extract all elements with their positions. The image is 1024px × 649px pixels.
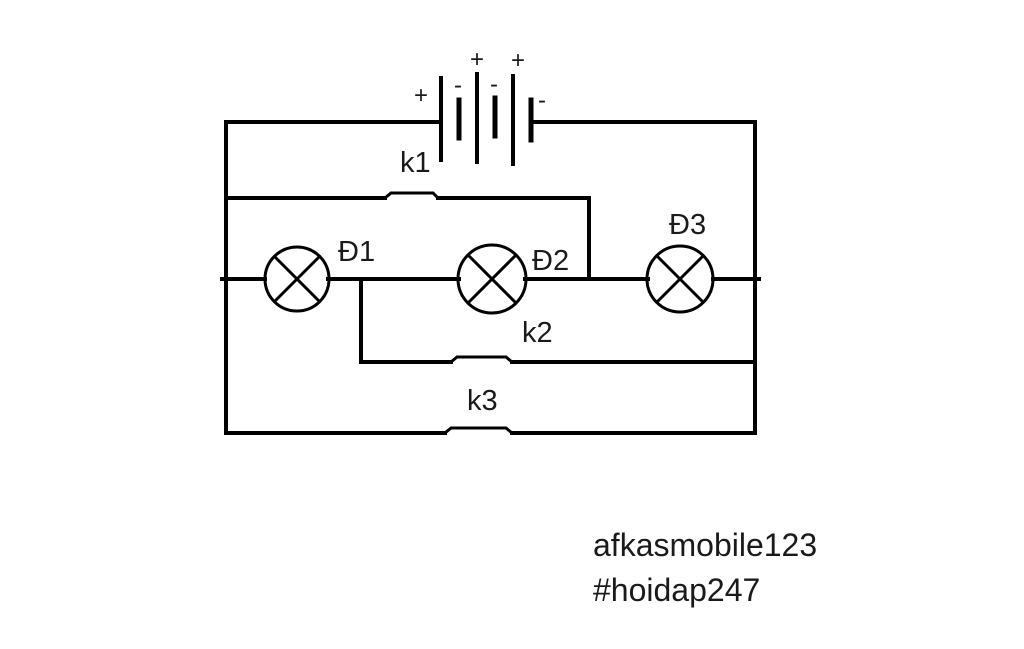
switch-k3-label: k3 <box>467 385 498 417</box>
switch-k2: k2 <box>450 317 553 364</box>
credit-author: afkasmobile123 <box>593 527 818 563</box>
battery-sign-plus-1: + <box>414 82 428 109</box>
switch-k3: k3 <box>444 385 513 435</box>
battery-sign-plus-2: + <box>470 46 484 73</box>
lamp-d3-label: Đ3 <box>669 209 706 241</box>
lamp-d1: Đ1 <box>263 236 375 313</box>
lamp-cross-icon <box>645 244 715 314</box>
lamp-d2-label: Đ2 <box>532 245 569 277</box>
battery-sign-minus-3: - <box>538 87 546 114</box>
wire-k1-right <box>436 196 591 281</box>
credit-tag: #hoidap247 <box>593 572 761 608</box>
wire-k2-left <box>359 277 453 364</box>
switch-k2-contact <box>450 355 513 364</box>
battery-sign-minus-2: - <box>490 71 498 98</box>
switch-k1-contact <box>384 191 440 200</box>
battery-sign-minus-1: - <box>454 72 462 99</box>
switch-k2-label: k2 <box>522 317 553 349</box>
lamp-d3: Đ3 <box>645 209 715 314</box>
lamp-d2: Đ2 <box>456 243 569 315</box>
switch-k1: k1 <box>384 147 440 200</box>
switch-k3-contact <box>444 426 513 435</box>
lamp-d1-label: Đ1 <box>338 236 375 268</box>
switch-k1-label: k1 <box>400 147 431 179</box>
wires <box>220 120 761 435</box>
battery: + - + - + - <box>414 46 546 166</box>
battery-sign-plus-3: + <box>511 47 525 74</box>
lamp-cross-icon <box>263 245 331 313</box>
lamp-cross-icon <box>456 243 528 315</box>
